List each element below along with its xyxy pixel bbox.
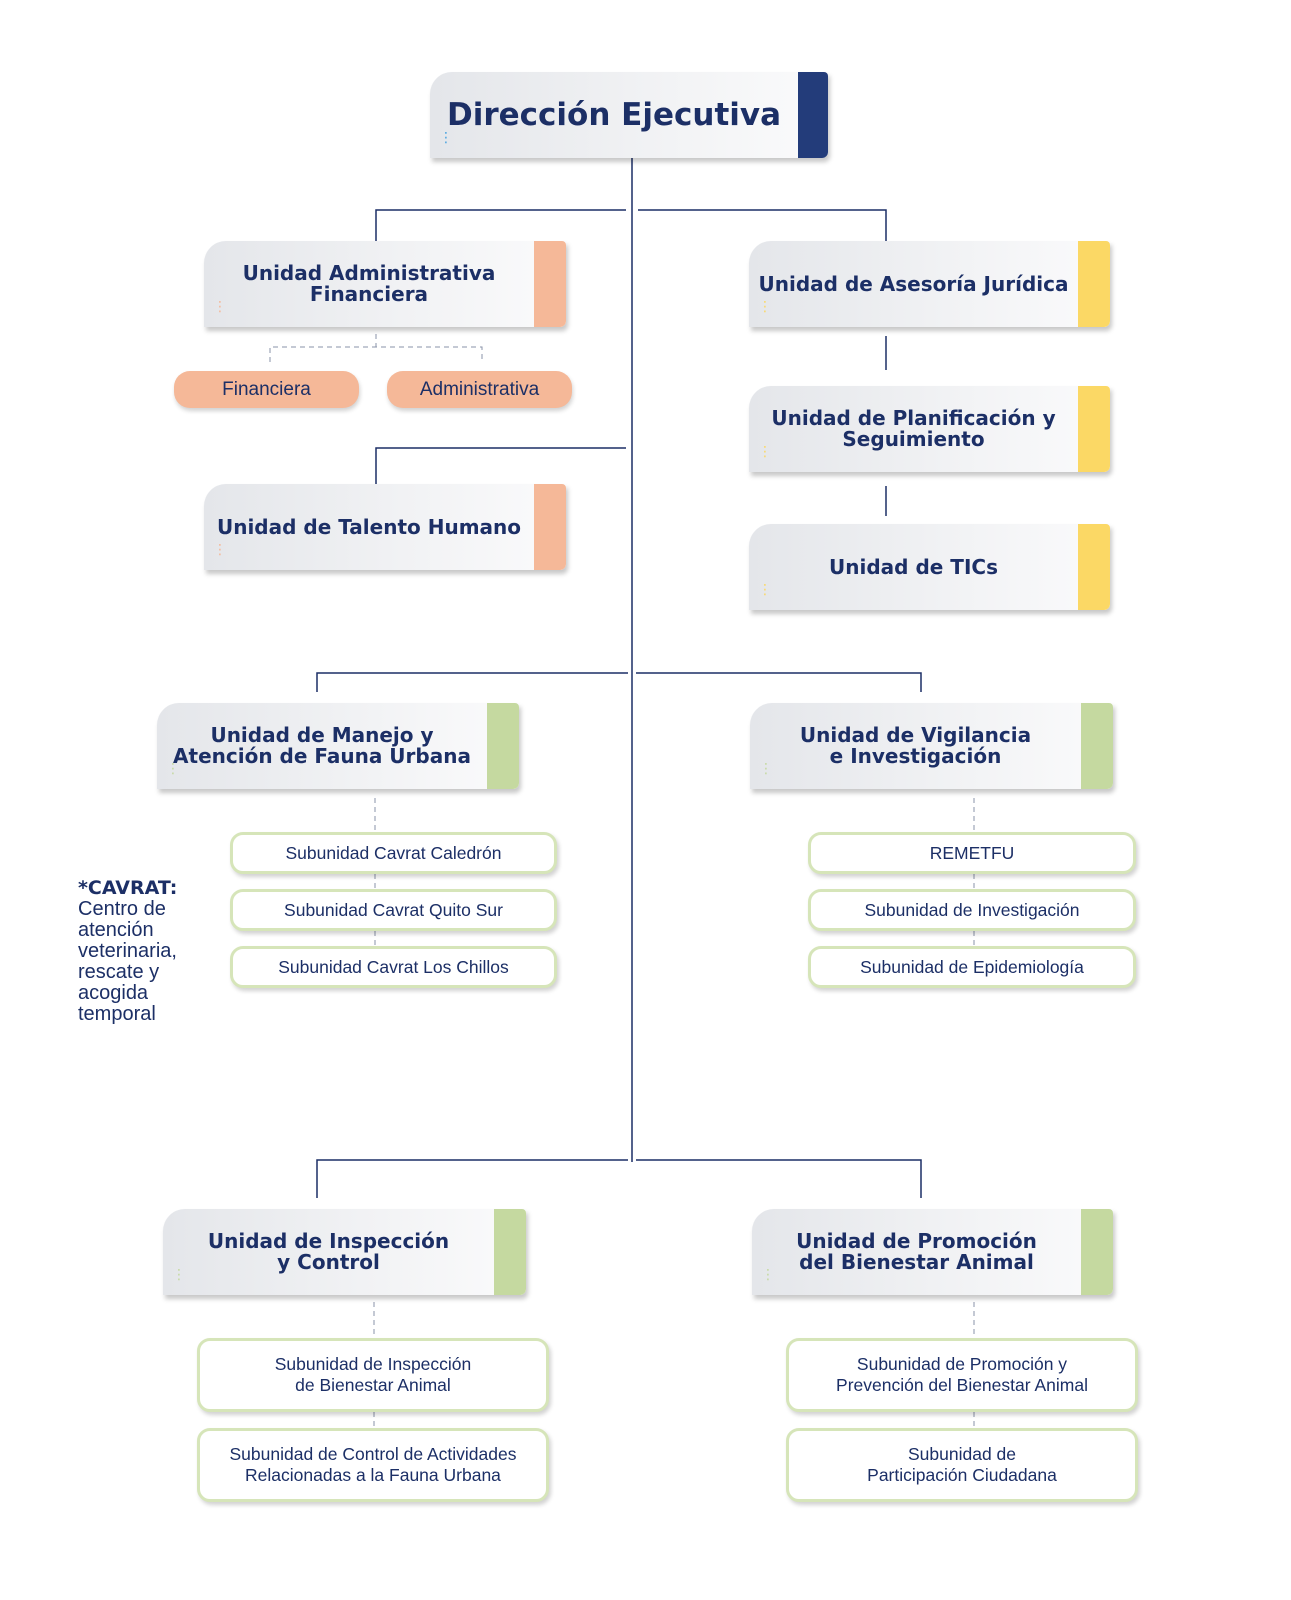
subunidad-investigacion: Subunidad de Investigación [808,889,1136,931]
financiera-pill: Financiera [174,371,359,408]
subunidad-inspeccion-bienestar: Subunidad de Inspección de Bienestar Ani… [197,1338,549,1412]
direccion-ejecutiva-card: ⋮ Dirección Ejecutiva [430,72,828,158]
subunidad-cavrat-caledron: Subunidad Cavrat Caledrón [230,832,557,874]
dots-icon: ⋮ [758,299,772,315]
cavrat-note-body: Centro de atención veterinaria, rescate … [78,898,177,1025]
dots-icon: ⋮ [758,444,772,460]
subunidad-participacion-ciudadana: Subunidad de Participación Ciudadana [786,1428,1138,1502]
dots-icon: ⋮ [213,542,227,558]
unidad-asesoria-juridica-title: Unidad de Asesoría Jurídica [758,271,1069,296]
unidad-vigilancia-card: ⋮ Unidad de Vigilancia e Investigación [750,703,1113,789]
unidad-tics-card: ⋮ Unidad de TICs [749,524,1110,610]
unidad-promocion-card: ⋮ Unidad de Promoción del Bienestar Anim… [752,1209,1113,1295]
unidad-manejo-card: ⋮ Unidad de Manejo y Atención de Fauna U… [157,703,519,789]
unidad-vigilancia-title: Unidad de Vigilancia e Investigación [799,723,1032,768]
unidad-planificacion-card: ⋮ Unidad de Planificación y Seguimiento [749,386,1110,472]
card-accent-bar [494,1209,526,1295]
subunidad-epidemiologia: Subunidad de Epidemiología [808,946,1136,988]
dots-icon: ⋮ [213,299,227,315]
subunidad-control-actividades: Subunidad de Control de Actividades Rela… [197,1428,549,1502]
cavrat-note: *CAVRAT: Centro de atención veterinaria,… [78,878,218,1025]
unidad-promocion-title: Unidad de Promoción del Bienestar Animal [796,1229,1037,1274]
dots-icon: ⋮ [761,1267,775,1283]
dots-icon: ⋮ [758,582,772,598]
dots-icon: ⋮ [759,761,773,777]
dots-icon: ⋮ [172,1267,186,1283]
unidad-administrativa-financiera-card: ⋮ Unidad Administrativa Financiera [204,241,566,327]
card-accent-bar [487,703,519,789]
unidad-asesoria-juridica-card: ⋮ Unidad de Asesoría Jurídica [749,241,1110,327]
card-accent-bar [534,241,566,327]
card-accent-bar [1078,386,1110,472]
subunidad-remetfu: REMETFU [808,832,1136,874]
unidad-administrativa-financiera-title: Unidad Administrativa Financiera [242,261,496,306]
unidad-planificacion-title: Unidad de Planificación y Seguimiento [771,406,1056,451]
card-accent-bar [798,72,828,158]
card-accent-bar [1081,703,1113,789]
card-accent-bar [534,484,566,570]
unidad-tics-title: Unidad de TICs [829,554,998,579]
unidad-inspeccion-title: Unidad de Inspección y Control [207,1229,450,1274]
direccion-ejecutiva-title: Dirección Ejecutiva [446,97,782,133]
cavrat-note-title: *CAVRAT: [78,877,178,899]
unidad-talento-humano-title: Unidad de Talento Humano [216,514,522,539]
subunidad-promocion-prevencion: Subunidad de Promoción y Prevención del … [786,1338,1138,1412]
subunidad-cavrat-quito-sur: Subunidad Cavrat Quito Sur [230,889,557,931]
unidad-manejo-title: Unidad de Manejo y Atención de Fauna Urb… [173,723,471,768]
unidad-inspeccion-card: ⋮ Unidad de Inspección y Control [163,1209,526,1295]
card-accent-bar [1081,1209,1113,1295]
dots-icon: ⋮ [439,130,453,146]
card-accent-bar [1078,524,1110,610]
card-accent-bar [1078,241,1110,327]
administrativa-pill: Administrativa [387,371,572,408]
dots-icon: ⋮ [166,761,180,777]
subunidad-cavrat-los-chillos: Subunidad Cavrat Los Chillos [230,946,557,988]
unidad-talento-humano-card: ⋮ Unidad de Talento Humano [204,484,566,570]
